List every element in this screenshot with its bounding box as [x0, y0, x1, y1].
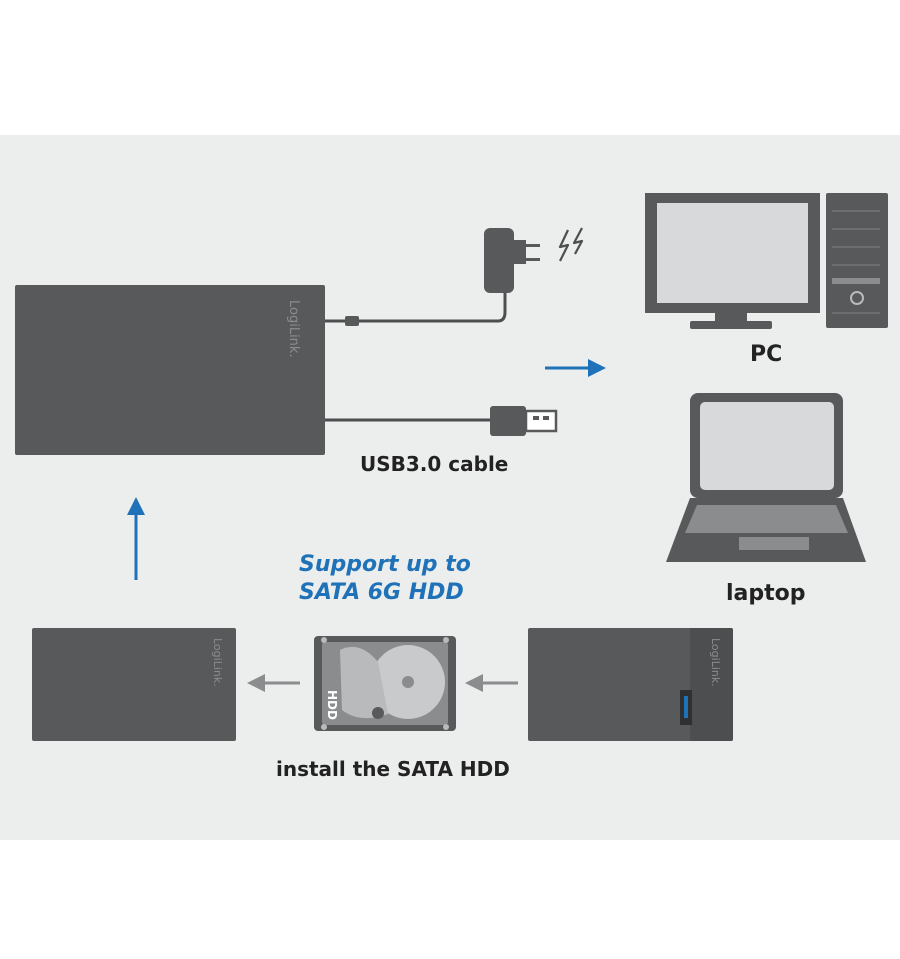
- lightning-icon: [558, 227, 584, 262]
- brand-logo-assembled: LogiLink.: [211, 638, 224, 687]
- power-adapter-icon: [484, 228, 540, 293]
- enclosure-open: LogiLink.: [528, 628, 733, 741]
- usb-cable-label: USB3.0 cable: [360, 452, 509, 476]
- brand-logo-main: LogiLink.: [286, 300, 301, 358]
- support-note: Support up to SATA 6G HDD: [299, 551, 471, 607]
- enclosure-main: LogiLink.: [15, 285, 325, 455]
- usb-cable: [325, 406, 558, 436]
- desktop-computer-icon: [645, 193, 888, 329]
- laptop-label: laptop: [726, 581, 806, 606]
- pc-label: PC: [750, 342, 783, 367]
- enclosure-assembled: LogiLink.: [32, 628, 236, 741]
- support-line-2: SATA 6G HDD: [299, 580, 464, 605]
- install-label: install the SATA HDD: [276, 757, 510, 781]
- hdd-label: HDD: [325, 690, 339, 720]
- power-cable: [325, 292, 507, 326]
- hard-disk-icon: HDD: [314, 636, 456, 731]
- support-line-1: Support up to: [299, 552, 471, 577]
- laptop-icon: [666, 393, 866, 562]
- brand-logo-open: LogiLink.: [709, 638, 722, 687]
